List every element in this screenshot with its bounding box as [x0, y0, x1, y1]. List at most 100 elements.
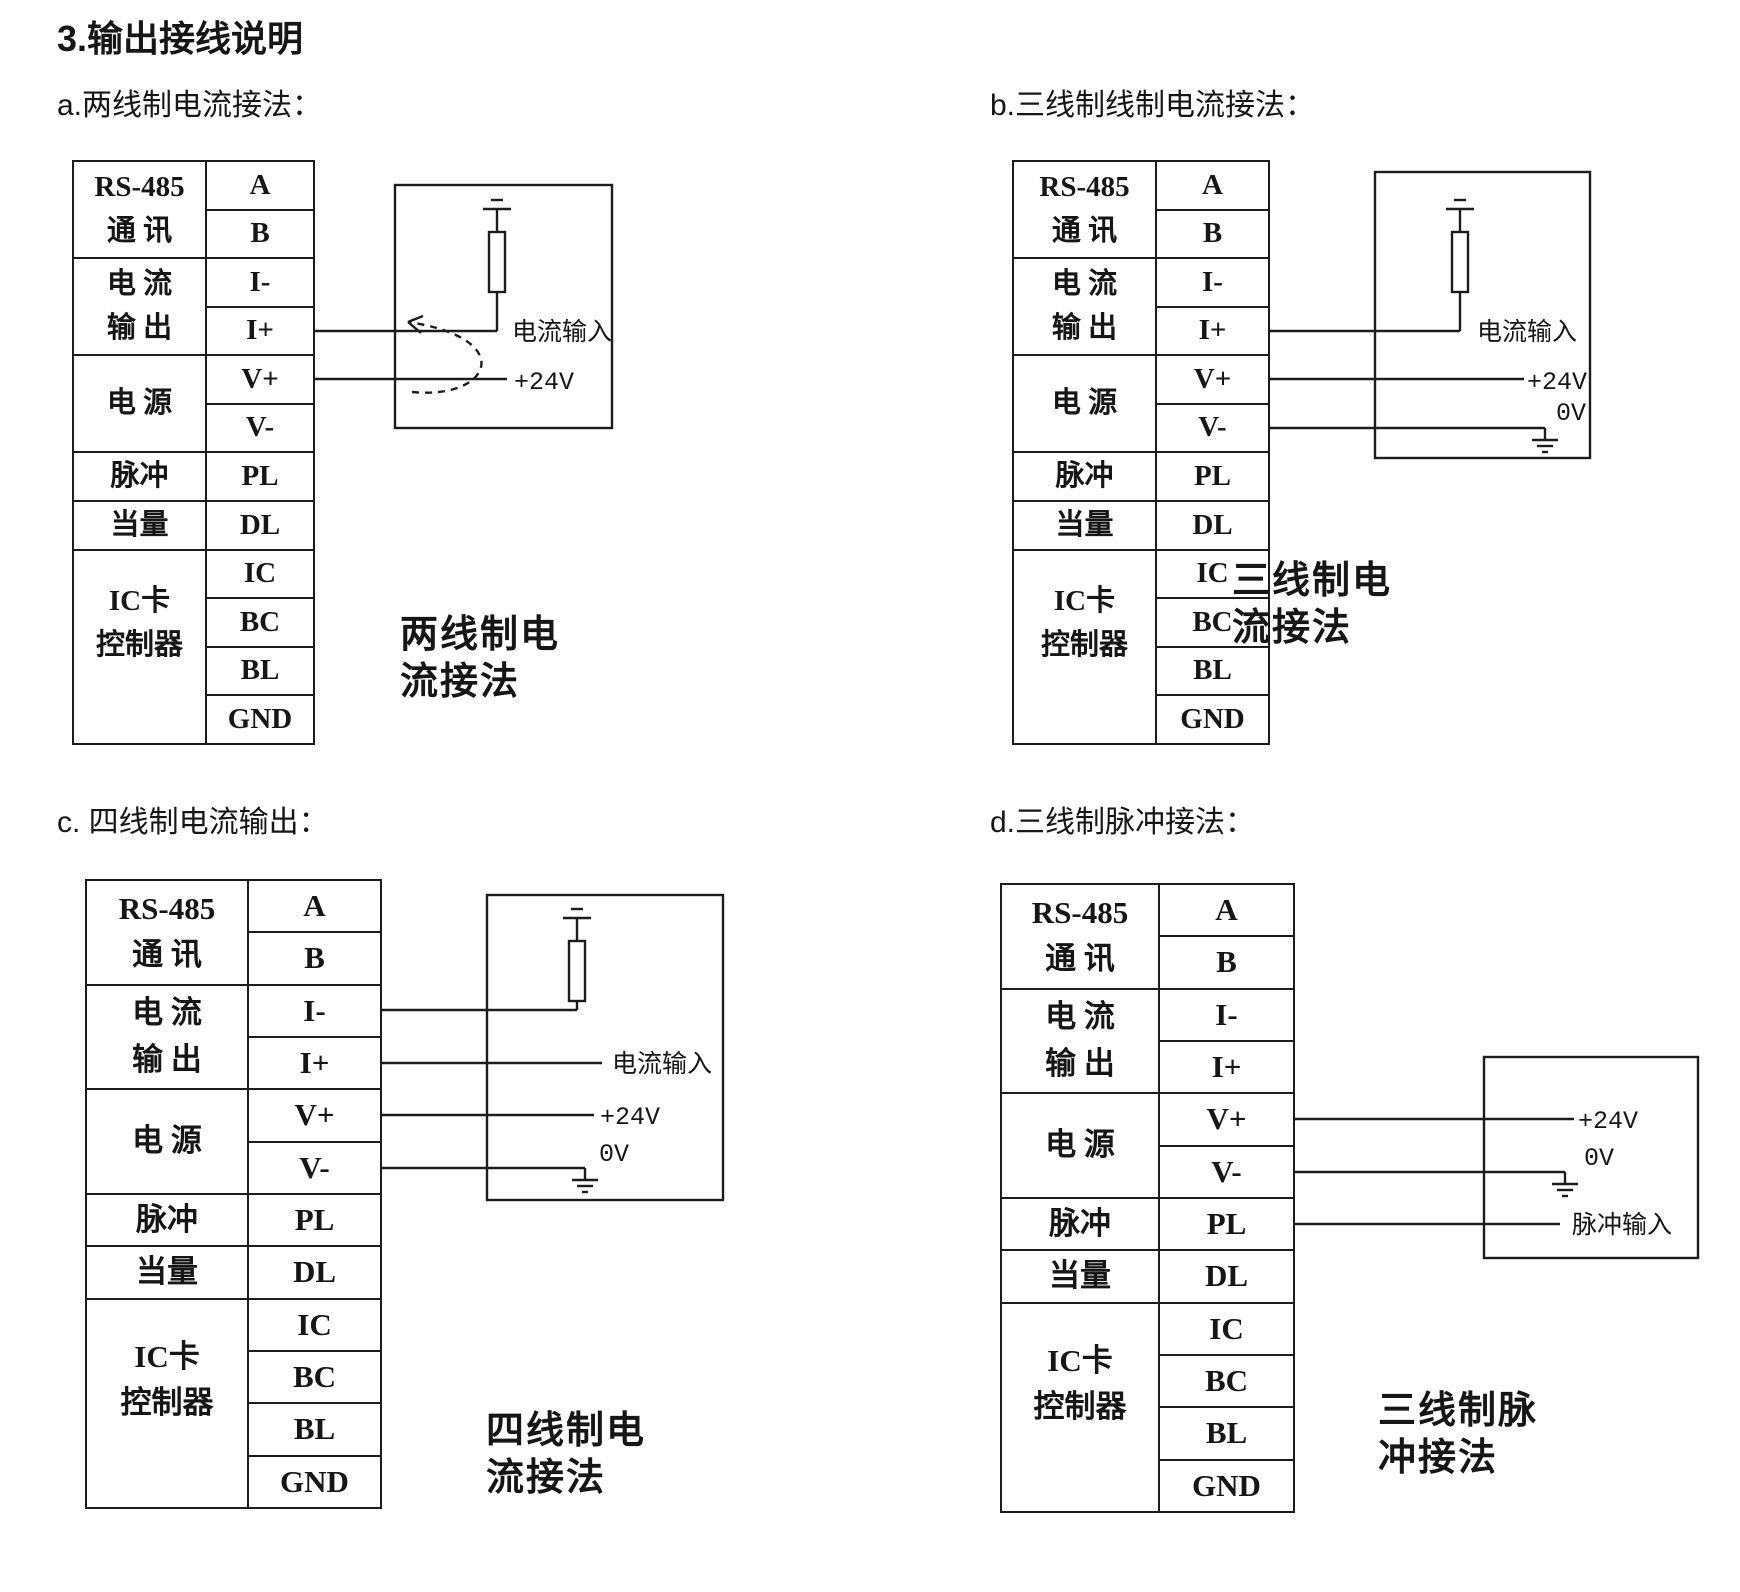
pin-cell-ic: IC	[1156, 549, 1269, 599]
table-group-iccard: IC卡 控制器	[1001, 1302, 1159, 1512]
resistor-icon	[567, 939, 587, 1003]
loop-current-arrow	[407, 320, 483, 394]
table-group-power: 电 源	[73, 355, 206, 453]
table-group-current-output: 电 流 输 出	[86, 984, 248, 1090]
pin-cell-a: A	[206, 161, 314, 210]
pin-cell-ic: IC	[248, 1298, 381, 1351]
table-group-rs485: RS-485 通 讯	[86, 880, 248, 985]
table-group-pulse: 脉冲	[1013, 452, 1156, 502]
pin-cell-pl: PL	[1156, 452, 1269, 502]
table-group-pulse: 脉冲	[73, 452, 206, 502]
pin-cell-bl: BL	[1159, 1407, 1294, 1460]
pin-cell-a: A	[1156, 161, 1269, 210]
ground-icon	[561, 907, 593, 943]
table-group-equivalent: 当量	[1001, 1250, 1159, 1303]
label-current-input: 电流输入	[512, 317, 612, 346]
arrowhead	[407, 314, 424, 334]
pin-cell-i-minus: I-	[1156, 258, 1269, 307]
label-pulse-input: 脉冲输入	[1572, 1210, 1672, 1239]
table-group-rs485: RS-485 通 讯	[1001, 884, 1159, 989]
load-box	[485, 893, 725, 1202]
pin-cell-gnd: GND	[248, 1455, 381, 1508]
resistor-icon	[1450, 230, 1470, 294]
pin-cell-bc: BC	[206, 598, 314, 647]
resistor-icon	[487, 230, 507, 294]
table-group-iccard: IC卡 控制器	[86, 1298, 248, 1508]
ground-icon	[481, 198, 513, 234]
pin-cell-bl: BL	[206, 646, 314, 696]
diagram-c-four-wire-current: 电流输入 +24V 0V	[382, 893, 725, 1202]
pin-cell-dl: DL	[1156, 501, 1269, 550]
label-current-input: 电流输入	[1477, 317, 1577, 346]
section-c-heading: c. 四线制电流输出：	[57, 806, 329, 839]
pin-cell-i-plus: I+	[1159, 1040, 1294, 1094]
table-group-rs485: RS-485 通 讯	[73, 161, 206, 259]
ground-icon	[1444, 198, 1476, 234]
table-group-pulse: 脉冲	[86, 1193, 248, 1247]
pin-cell-pl: PL	[1159, 1197, 1294, 1251]
table-group-equivalent: 当量	[86, 1246, 248, 1299]
pin-cell-bl: BL	[248, 1403, 381, 1456]
label-zero-v: 0V	[1584, 1144, 1614, 1173]
pin-cell-v-plus: V+	[206, 355, 314, 404]
pin-cell-bc: BC	[1156, 598, 1269, 647]
terminal-table-c: RS-485 通 讯 电 流 输 出 电 源 脉冲 当量 IC卡 控制器 A B…	[85, 879, 382, 1509]
pin-cell-dl: DL	[1159, 1250, 1294, 1303]
diagram-c-caption: 四线制电 流接法	[486, 1407, 647, 1500]
diagram-d-caption: 三线制脉 冲接法	[1378, 1387, 1539, 1480]
pin-cell-a: A	[248, 880, 381, 933]
page-title: 3.输出接线说明	[57, 18, 304, 59]
terminal-table-a: RS-485 通 讯 电 流 输 出 电 源 脉冲 当量 IC卡 控制器 A B…	[72, 160, 315, 745]
terminal-table-b: RS-485 通 讯 电 流 输 出 电 源 脉冲 当量 IC卡 控制器 A B…	[1012, 160, 1270, 745]
pin-cell-i-minus: I-	[206, 258, 314, 307]
load-box	[1482, 1055, 1700, 1260]
pin-cell-i-plus: I+	[206, 306, 314, 356]
table-group-iccard: IC卡 控制器	[73, 549, 206, 744]
table-group-power: 电 源	[1013, 355, 1156, 453]
section-b-heading: b.三线制线制电流接法：	[990, 89, 1316, 122]
table-group-equivalent: 当量	[1013, 501, 1156, 550]
pin-cell-b: B	[1159, 936, 1294, 989]
table-group-rs485: RS-485 通 讯	[1013, 161, 1156, 259]
table-group-equivalent: 当量	[73, 501, 206, 550]
table-group-current-output: 电 流 输 出	[73, 258, 206, 356]
diagram-d-three-wire-pulse: +24V 0V 脉冲输入	[1295, 1055, 1700, 1260]
section-a-heading: a.两线制电流接法：	[57, 89, 323, 122]
diagram-b-three-wire-current: 电流输入 +24V 0V	[1270, 170, 1592, 460]
pin-cell-v-minus: V-	[248, 1141, 381, 1194]
section-d-heading: d.三线制脉冲接法：	[990, 806, 1256, 839]
diagram-a-caption: 两线制电 流接法	[400, 611, 561, 704]
pin-cell-b: B	[248, 932, 381, 985]
ground-icon	[1530, 426, 1560, 454]
table-group-current-output: 电 流 输 出	[1013, 258, 1156, 356]
label-plus24v: +24V	[1527, 368, 1587, 397]
pin-cell-bl: BL	[1156, 646, 1269, 696]
pin-cell-gnd: GND	[1156, 695, 1269, 744]
pin-cell-bc: BC	[1159, 1354, 1294, 1408]
ground-icon	[570, 1166, 600, 1194]
table-group-iccard: IC卡 控制器	[1013, 549, 1156, 744]
pin-cell-i-plus: I+	[248, 1036, 381, 1090]
pin-cell-v-minus: V-	[206, 403, 314, 453]
pin-cell-gnd: GND	[1159, 1459, 1294, 1512]
label-zero-v: 0V	[599, 1140, 629, 1169]
diagram-b-caption: 三线制电 流接法	[1232, 557, 1393, 650]
pin-cell-i-minus: I-	[1159, 988, 1294, 1041]
pin-cell-a: A	[1159, 884, 1294, 937]
label-current-input: 电流输入	[612, 1049, 712, 1078]
pin-cell-b: B	[206, 209, 314, 259]
label-plus24v: +24V	[1578, 1107, 1638, 1136]
pin-cell-b: B	[1156, 209, 1269, 259]
pin-cell-dl: DL	[248, 1246, 381, 1299]
pin-cell-dl: DL	[206, 501, 314, 550]
table-group-power: 电 源	[1001, 1093, 1159, 1198]
pin-cell-ic: IC	[1159, 1302, 1294, 1355]
pin-cell-bc: BC	[248, 1350, 381, 1404]
pin-cell-v-minus: V-	[1159, 1145, 1294, 1198]
pin-cell-ic: IC	[206, 549, 314, 599]
pin-cell-v-minus: V-	[1156, 403, 1269, 453]
label-plus24v: +24V	[514, 368, 574, 397]
pin-cell-pl: PL	[206, 452, 314, 502]
load-box	[393, 183, 614, 430]
